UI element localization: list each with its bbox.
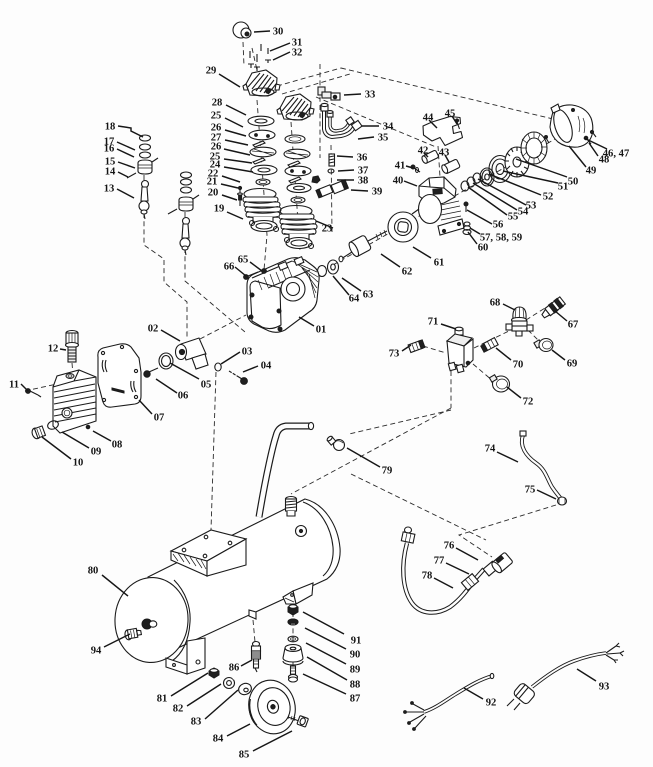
svg-text:35: 35	[378, 133, 389, 144]
svg-text:90: 90	[350, 650, 361, 661]
svg-text:63: 63	[363, 290, 374, 301]
svg-text:64: 64	[349, 294, 360, 305]
svg-text:44: 44	[423, 113, 434, 124]
svg-text:91: 91	[351, 636, 362, 647]
svg-text:86: 86	[229, 663, 240, 674]
svg-text:93: 93	[599, 682, 610, 693]
svg-text:57, 58, 59: 57, 58, 59	[480, 233, 522, 244]
svg-text:28: 28	[212, 98, 223, 109]
svg-text:31: 31	[292, 38, 303, 49]
svg-text:11: 11	[9, 380, 19, 391]
svg-text:49: 49	[586, 166, 597, 177]
svg-text:36: 36	[357, 153, 368, 164]
svg-text:43: 43	[439, 148, 450, 159]
svg-text:77: 77	[434, 556, 445, 567]
svg-text:19: 19	[214, 204, 225, 215]
svg-text:06: 06	[178, 391, 189, 402]
svg-text:55: 55	[508, 212, 519, 223]
svg-text:30: 30	[273, 27, 284, 38]
svg-text:02: 02	[148, 324, 159, 335]
svg-text:10: 10	[73, 458, 84, 469]
svg-text:13: 13	[104, 184, 115, 195]
svg-text:62: 62	[402, 267, 413, 278]
svg-text:04: 04	[261, 361, 272, 372]
svg-text:42: 42	[418, 146, 429, 157]
svg-text:68: 68	[490, 298, 501, 309]
svg-text:84: 84	[213, 734, 224, 745]
svg-text:38: 38	[358, 176, 369, 187]
svg-text:74: 74	[485, 444, 496, 455]
svg-text:70: 70	[513, 360, 524, 371]
svg-text:87: 87	[350, 694, 361, 705]
svg-text:27: 27	[211, 133, 222, 144]
svg-text:18: 18	[105, 122, 116, 133]
svg-text:54: 54	[518, 207, 529, 218]
svg-text:40: 40	[393, 176, 404, 187]
svg-text:25: 25	[210, 152, 221, 163]
svg-text:22: 22	[208, 169, 219, 180]
svg-text:29: 29	[206, 66, 217, 77]
svg-text:88: 88	[350, 680, 361, 691]
svg-text:60: 60	[478, 243, 489, 254]
svg-text:85: 85	[239, 750, 250, 761]
svg-text:82: 82	[173, 704, 184, 715]
svg-text:92: 92	[486, 698, 497, 709]
svg-text:48: 48	[599, 155, 610, 166]
svg-text:94: 94	[91, 646, 102, 657]
svg-text:25: 25	[211, 111, 222, 122]
svg-text:07: 07	[154, 413, 165, 424]
svg-text:73: 73	[389, 349, 400, 360]
svg-text:12: 12	[48, 344, 59, 355]
svg-text:17: 17	[104, 137, 115, 148]
svg-text:65: 65	[238, 255, 249, 266]
svg-text:50: 50	[568, 177, 579, 188]
svg-text:32: 32	[292, 48, 303, 59]
svg-text:61: 61	[434, 258, 445, 269]
svg-text:83: 83	[191, 717, 202, 728]
svg-text:24: 24	[210, 160, 221, 171]
svg-text:67: 67	[568, 320, 579, 331]
svg-text:81: 81	[157, 694, 168, 705]
svg-text:71: 71	[428, 317, 439, 328]
svg-text:41: 41	[395, 161, 406, 172]
svg-text:52: 52	[543, 192, 554, 203]
svg-text:09: 09	[91, 447, 102, 458]
svg-text:80: 80	[88, 566, 99, 577]
svg-text:46, 47: 46, 47	[603, 149, 630, 160]
svg-text:89: 89	[350, 665, 361, 676]
svg-text:56: 56	[493, 220, 504, 231]
svg-text:03: 03	[242, 347, 253, 358]
svg-text:34: 34	[383, 122, 394, 133]
svg-text:79: 79	[382, 466, 393, 477]
svg-text:39: 39	[372, 187, 383, 198]
svg-text:23: 23	[322, 224, 333, 235]
svg-text:45: 45	[445, 109, 456, 120]
svg-text:66: 66	[224, 262, 235, 273]
svg-text:76: 76	[444, 541, 455, 552]
svg-text:01: 01	[316, 325, 327, 336]
svg-text:51: 51	[558, 182, 569, 193]
svg-text:15: 15	[105, 157, 116, 168]
svg-text:21: 21	[207, 177, 218, 188]
svg-text:08: 08	[112, 440, 123, 451]
svg-text:53: 53	[526, 201, 537, 212]
svg-text:69: 69	[567, 359, 578, 370]
svg-text:33: 33	[365, 90, 376, 101]
svg-text:37: 37	[358, 166, 369, 177]
svg-text:05: 05	[201, 380, 212, 391]
svg-text:72: 72	[523, 397, 534, 408]
svg-text:16: 16	[104, 144, 115, 155]
svg-text:20: 20	[208, 188, 219, 199]
svg-text:75: 75	[525, 485, 536, 496]
svg-text:78: 78	[422, 571, 433, 582]
svg-text:26: 26	[211, 142, 222, 153]
svg-text:14: 14	[105, 167, 116, 178]
svg-text:26: 26	[211, 123, 222, 134]
